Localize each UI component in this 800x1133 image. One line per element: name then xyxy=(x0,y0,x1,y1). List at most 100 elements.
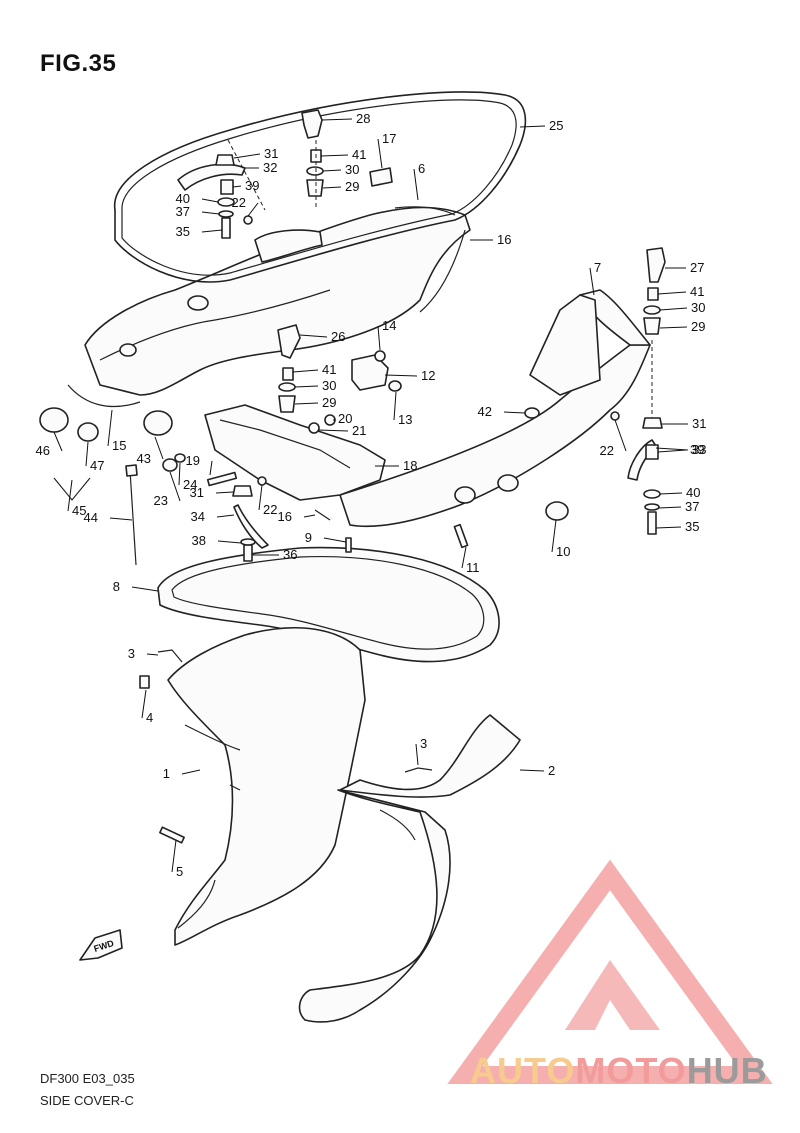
callout-label: 21 xyxy=(352,423,366,438)
assembly-lines xyxy=(227,139,653,418)
callout-label: 6 xyxy=(418,161,425,176)
callout-leader-line xyxy=(519,125,546,128)
callout-label: 47 xyxy=(90,458,104,473)
callout-label: 35 xyxy=(176,224,190,239)
callout-label: 41 xyxy=(322,362,336,377)
callout-label: 22 xyxy=(232,195,246,210)
callout-label: 22 xyxy=(600,443,614,458)
side-cover-part-1 xyxy=(167,626,366,946)
callout-label: 1 xyxy=(163,766,170,781)
section-name: SIDE COVER-C xyxy=(40,1093,134,1108)
figure-title: FIG.35 xyxy=(40,50,117,77)
callout-label: 17 xyxy=(382,131,396,146)
watermark-part-hub: HUB xyxy=(687,1050,768,1091)
back-cover-part-7 xyxy=(339,289,651,528)
callout-label: 5 xyxy=(176,864,183,879)
callout-label: 4 xyxy=(146,710,153,725)
callout-label: 9 xyxy=(305,530,312,545)
callout-label: 16 xyxy=(278,509,292,524)
callout-leader-line xyxy=(294,402,319,405)
callout-leader-line xyxy=(655,447,689,451)
side-cover-part-2 xyxy=(298,714,521,1023)
callout-leader-line xyxy=(233,153,261,159)
seal-ring-part-25 xyxy=(114,91,527,283)
callout-leader-line xyxy=(303,514,316,518)
callout-label: 3 xyxy=(420,736,427,751)
callout-label: 33 xyxy=(692,442,706,457)
callout-leader-line xyxy=(393,391,397,421)
callout-label: 34 xyxy=(191,509,205,524)
watermark-inner-mark xyxy=(565,960,660,1030)
callout-leader-line xyxy=(67,479,73,512)
callout-label: 40 xyxy=(686,485,700,500)
callout-leader-line xyxy=(377,325,381,351)
callout-leader-line xyxy=(85,441,89,467)
callout-leader-line xyxy=(146,653,159,656)
callout-leader-line xyxy=(551,519,557,553)
callout-leader-line xyxy=(201,229,223,233)
callout-leader-line xyxy=(216,514,235,518)
callout-label: 14 xyxy=(382,318,396,333)
callout-label: 37 xyxy=(176,204,190,219)
callout-leader-line xyxy=(659,326,688,329)
callout-label: 46 xyxy=(36,443,50,458)
callout-label: 30 xyxy=(691,300,705,315)
callout-label: 16 xyxy=(497,232,511,247)
callout-leader-line xyxy=(292,369,319,373)
callout-leader-line xyxy=(384,374,418,377)
callout-leader-line xyxy=(258,484,263,511)
callout-label: 37 xyxy=(685,499,699,514)
callout-leader-line xyxy=(659,492,683,495)
callout-label: 31 xyxy=(264,146,278,161)
watermark-part-moto: MOTO xyxy=(575,1050,686,1091)
callout-label: 30 xyxy=(345,162,359,177)
callout-label: 38 xyxy=(192,533,206,548)
callout-label: 15 xyxy=(112,438,126,453)
front-panel-part-18 xyxy=(204,404,386,501)
callout-leader-line xyxy=(655,526,682,529)
callout-label: 29 xyxy=(691,319,705,334)
callout-label: 31 xyxy=(692,416,706,431)
callout-label: 39 xyxy=(245,178,259,193)
callout-leader-line xyxy=(614,419,627,452)
callout-label: 44 xyxy=(84,510,98,525)
callout-leader-line xyxy=(461,546,467,569)
callout-leader-line xyxy=(201,211,220,215)
callout-label: 26 xyxy=(331,329,345,344)
callout-leader-line xyxy=(201,198,219,203)
callout-leader-line xyxy=(322,186,342,189)
callout-label: 36 xyxy=(283,547,297,562)
callout-leader-line xyxy=(169,471,181,502)
callout-leader-line xyxy=(107,409,113,447)
callout-label: 10 xyxy=(556,544,570,559)
callout-leader-line xyxy=(659,307,688,311)
callout-leader-line xyxy=(322,169,342,172)
callout-label: 11 xyxy=(466,560,480,575)
callout-leader-line xyxy=(413,168,419,201)
callout-leader-line xyxy=(589,267,595,296)
callout-leader-line xyxy=(657,291,687,295)
hardware-group xyxy=(39,109,666,844)
callout-label: 3 xyxy=(128,646,135,661)
callout-leader-line xyxy=(317,429,349,432)
callout-label: 7 xyxy=(594,260,601,275)
callout-label: 40 xyxy=(176,191,190,206)
watermark-text: AUTOMOTOHUB xyxy=(470,1050,768,1091)
callout-leader-line xyxy=(247,202,259,217)
lower-seal-part-8 xyxy=(157,546,500,663)
callout-label: 29 xyxy=(322,395,336,410)
callout-label: 12 xyxy=(421,368,435,383)
callout-label: 22 xyxy=(263,502,277,517)
callout-label: 29 xyxy=(345,179,359,194)
callout-label: 24 xyxy=(183,477,197,492)
watermark-triangle xyxy=(447,859,773,1084)
callout-leader-line xyxy=(294,385,319,388)
watermark-part-auto: AUTO xyxy=(470,1050,575,1091)
callout-leader-line xyxy=(320,154,349,157)
callout-label: 45 xyxy=(72,503,86,518)
callout-label: 8 xyxy=(113,579,120,594)
callout-leader-line xyxy=(519,769,545,772)
